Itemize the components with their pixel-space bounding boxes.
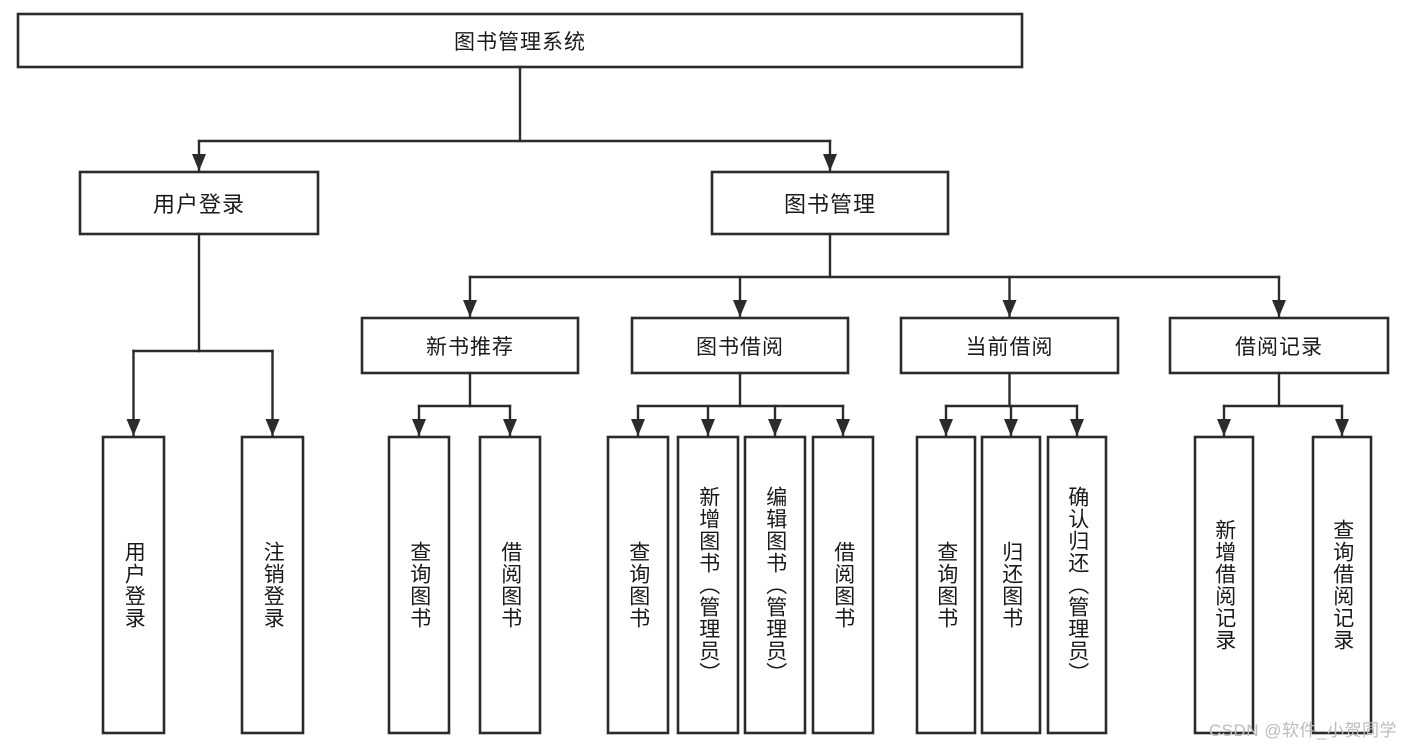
node-leaf-g3-1[interactable]: [1311, 435, 1373, 735]
node-leaf-g3-0[interactable]: [1193, 435, 1255, 735]
arrow-head-icon: [1070, 419, 1084, 436]
arrow-head-icon: [192, 154, 206, 171]
arrow-head-icon: [631, 419, 645, 436]
node-leaf-g1-1[interactable]: [676, 435, 740, 735]
node-leaf-login-0[interactable]: [101, 435, 166, 735]
arrow-head-icon: [701, 419, 715, 436]
arrow-head-icon: [1002, 300, 1017, 317]
node-leaf-g0-1[interactable]: [478, 435, 542, 735]
watermark-text: CSDN @软件_小贺同学: [1208, 721, 1397, 740]
arrow-head-icon: [823, 154, 837, 171]
node-leaf-g2-2[interactable]: [1046, 435, 1108, 735]
node-leaf-g2-1[interactable]: [980, 435, 1042, 735]
node-l2-2[interactable]: [899, 316, 1120, 375]
arrow-head-icon: [768, 419, 782, 436]
node-leaf-g1-3[interactable]: [811, 435, 875, 735]
arrow-head-icon: [939, 419, 953, 436]
node-l1-0[interactable]: [78, 170, 320, 236]
node-leaf-g1-0[interactable]: [606, 435, 670, 735]
arrow-head-icon: [836, 419, 850, 436]
arrow-head-icon: [265, 419, 280, 436]
node-leaf-g0-0[interactable]: [387, 435, 451, 735]
arrow-head-icon: [503, 419, 517, 436]
node-l1-1[interactable]: [710, 170, 950, 236]
arrow-head-icon: [1004, 419, 1018, 436]
arrow-head-icon: [1217, 419, 1231, 436]
node-l2-3[interactable]: [1168, 316, 1390, 375]
node-root[interactable]: [16, 12, 1024, 69]
node-leaf-g2-0[interactable]: [915, 435, 977, 735]
node-leaf-g1-2[interactable]: [743, 435, 807, 735]
arrow-head-icon: [412, 419, 426, 436]
node-l2-0[interactable]: [360, 316, 580, 375]
arrow-head-icon: [463, 300, 477, 317]
node-leaf-login-1[interactable]: [240, 435, 305, 735]
node-l2-1[interactable]: [630, 316, 850, 375]
arrow-head-icon: [1272, 300, 1286, 317]
arrow-head-icon: [126, 419, 141, 436]
arrow-head-icon: [733, 300, 747, 317]
arrow-head-icon: [1335, 419, 1349, 436]
